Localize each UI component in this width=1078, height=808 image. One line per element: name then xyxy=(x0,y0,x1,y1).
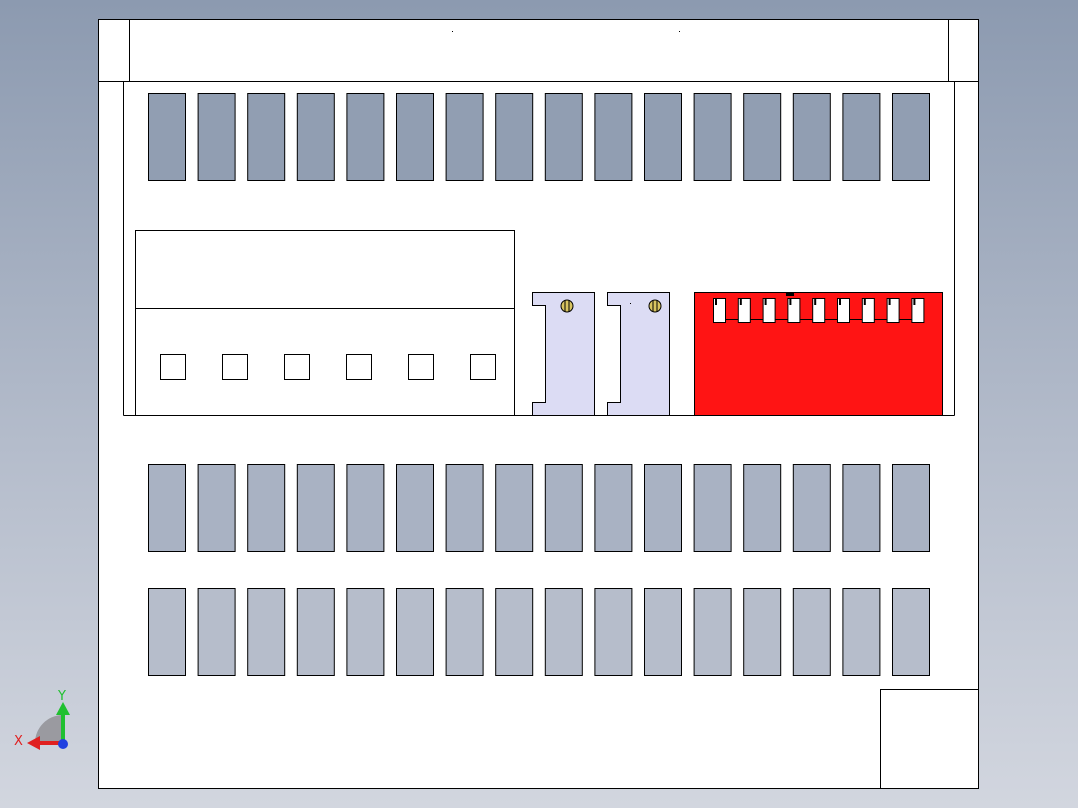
terminal-slot[interactable] xyxy=(197,93,236,181)
terminal-slot[interactable] xyxy=(445,93,484,181)
terminal-slot[interactable] xyxy=(247,588,286,676)
dip-switch-notch xyxy=(913,299,916,305)
terminal-slot[interactable] xyxy=(396,93,434,181)
terminal-slot[interactable] xyxy=(296,588,335,676)
terminal-slot[interactable] xyxy=(544,588,583,676)
dip-switch-notch xyxy=(739,299,742,305)
axis-triad-icon[interactable]: Y X xyxy=(14,689,70,750)
terminal-slot[interactable] xyxy=(197,588,236,676)
dip-switch-mark xyxy=(786,293,794,296)
terminal-slot[interactable] xyxy=(693,464,732,552)
mounting-bracket-right[interactable] xyxy=(607,292,670,416)
connector-window[interactable] xyxy=(160,354,186,380)
terminal-slot[interactable] xyxy=(594,464,633,552)
dip-switch-notch xyxy=(888,299,891,305)
terminal-slot[interactable] xyxy=(892,588,930,676)
terminal-slot[interactable] xyxy=(445,464,484,552)
terminal-slot[interactable] xyxy=(842,464,881,552)
dip-switch-notch xyxy=(715,299,717,305)
terminal-slot[interactable] xyxy=(544,464,583,552)
terminal-slot[interactable] xyxy=(296,464,335,552)
terminal-slot[interactable] xyxy=(743,588,782,676)
terminal-slot[interactable] xyxy=(644,464,682,552)
dip-switch-notch xyxy=(789,299,792,305)
connector-block[interactable] xyxy=(135,230,515,416)
terminal-slot[interactable] xyxy=(594,588,633,676)
dip-switch-notch xyxy=(863,299,866,305)
connector-housing[interactable] xyxy=(135,230,515,416)
bracket-left-body[interactable] xyxy=(532,292,595,416)
top-cover-mark-left xyxy=(452,31,453,32)
dip-switch-levers xyxy=(713,298,925,323)
x-axis-arrowhead xyxy=(27,736,40,750)
corner-block[interactable] xyxy=(880,689,979,789)
terminal-slot[interactable] xyxy=(197,464,236,552)
screw-icon[interactable] xyxy=(560,299,574,313)
connector-window[interactable] xyxy=(222,354,248,380)
terminal-slot[interactable] xyxy=(396,588,434,676)
connector-window[interactable] xyxy=(346,354,372,380)
terminal-slot[interactable] xyxy=(247,464,286,552)
terminal-slot[interactable] xyxy=(346,93,385,181)
screw-icon[interactable] xyxy=(648,299,662,313)
terminal-slot[interactable] xyxy=(396,464,434,552)
connector-windows xyxy=(160,354,496,380)
z-axis-dot xyxy=(58,739,68,749)
terminal-slot[interactable] xyxy=(743,93,782,181)
terminal-slot[interactable] xyxy=(544,93,583,181)
terminal-slot[interactable] xyxy=(842,588,881,676)
terminal-slot[interactable] xyxy=(148,588,186,676)
terminal-slot[interactable] xyxy=(346,588,385,676)
connector-window[interactable] xyxy=(408,354,434,380)
terminal-slot[interactable] xyxy=(296,93,335,181)
terminal-slot[interactable] xyxy=(495,93,534,181)
x-axis-label: X xyxy=(14,734,23,749)
terminal-slot[interactable] xyxy=(495,464,534,552)
terminal-slots-middle-row xyxy=(148,464,930,552)
dip-switch-notch xyxy=(764,299,767,305)
terminal-slot[interactable] xyxy=(792,464,831,552)
terminal-slot[interactable] xyxy=(644,588,682,676)
top-cover-mark-right xyxy=(679,31,680,32)
dip-switch-notch xyxy=(839,299,841,305)
terminal-slot[interactable] xyxy=(743,464,782,552)
terminal-slot[interactable] xyxy=(594,93,633,181)
terminal-slot[interactable] xyxy=(495,588,534,676)
terminal-slot[interactable] xyxy=(445,588,484,676)
terminal-slot[interactable] xyxy=(247,93,286,181)
y-axis-label: Y xyxy=(57,689,66,704)
terminal-slot[interactable] xyxy=(842,93,881,181)
connector-window[interactable] xyxy=(470,354,496,380)
terminal-slot[interactable] xyxy=(792,588,831,676)
triad-quarter-disc xyxy=(35,715,63,743)
terminal-slot[interactable] xyxy=(644,93,682,181)
terminal-slot[interactable] xyxy=(892,93,930,181)
terminal-slot[interactable] xyxy=(346,464,385,552)
bracket-right-body[interactable] xyxy=(607,292,670,416)
terminal-slot[interactable] xyxy=(148,464,186,552)
terminal-slot[interactable] xyxy=(792,93,831,181)
connector-window[interactable] xyxy=(284,354,310,380)
mounting-bracket-left[interactable] xyxy=(532,292,595,416)
bracket-mark xyxy=(630,303,631,304)
terminal-slot[interactable] xyxy=(693,588,732,676)
dip-switch-notch xyxy=(814,299,817,305)
terminal-slots-top-row xyxy=(148,93,930,181)
terminal-slot[interactable] xyxy=(892,464,930,552)
y-axis-arrowhead xyxy=(56,702,70,715)
terminal-slot[interactable] xyxy=(693,93,732,181)
terminal-slots-bottom-row xyxy=(148,588,930,676)
terminal-slot[interactable] xyxy=(148,93,186,181)
dip-switch-block[interactable] xyxy=(694,292,943,416)
